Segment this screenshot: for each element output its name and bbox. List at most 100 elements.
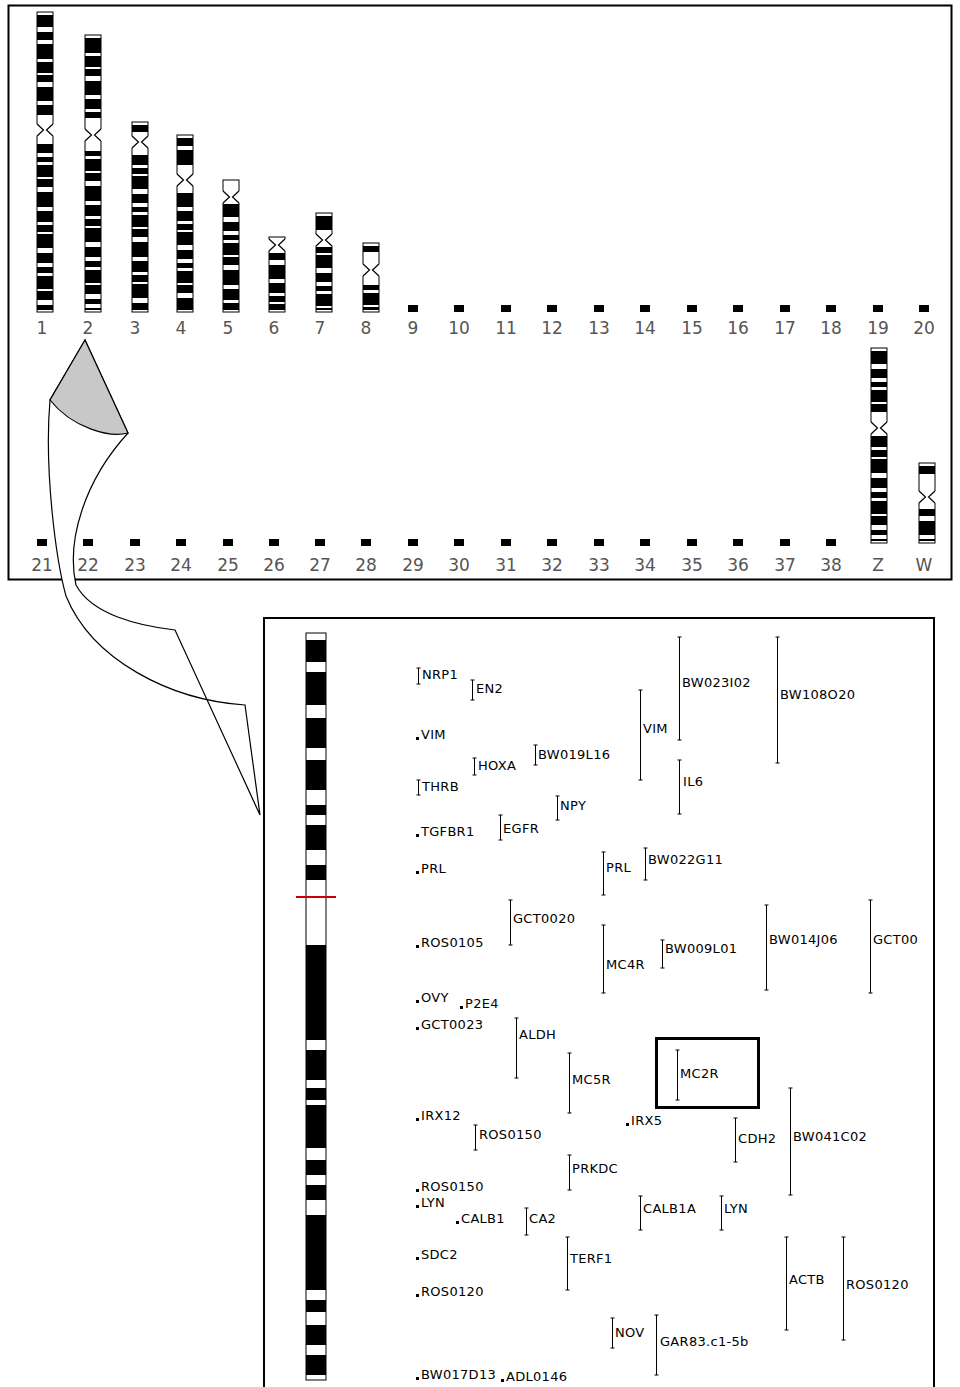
locus-tick [611,1318,615,1319]
chromosome-band [316,216,332,230]
chromosome-number: 23 [124,555,146,575]
locus-bar [679,637,680,740]
chromosome-band [316,294,332,306]
chromosome-number: 29 [402,555,424,575]
chromosome-band [919,466,935,474]
microchromosome [408,305,418,312]
gene-label: CALB1A [643,1201,696,1216]
locus-tick [676,1050,680,1051]
chromosome-band [37,276,53,289]
chromosome-band [306,945,326,1040]
panel-frame [9,6,952,580]
chromosome-band [269,265,285,279]
chromosome-number: 33 [588,555,610,575]
chromosome-band [85,38,101,53]
locus-tick [734,1118,738,1119]
chromosome-band [306,1300,326,1312]
chromosome-band [37,15,53,27]
locus-bar [510,900,511,945]
microchromosome [733,539,743,546]
chromosome-band [37,234,53,248]
chromosome-outline [177,135,193,312]
locus-tick [471,700,475,701]
chromosome-number: 9 [408,318,419,338]
locus-bar [567,1237,568,1290]
chromosome-outline [269,237,285,312]
chromosome-band [306,760,326,790]
chromosome-band [306,1160,326,1175]
chromosome-band [316,273,332,282]
chromosome-band [316,286,332,291]
gene-label: GCT0020 [513,911,575,926]
chromosome-band [306,1325,326,1345]
locus-tick [568,1113,572,1114]
chromosome-band [177,150,193,165]
microchromosome [547,539,557,546]
locus-tick [842,1237,846,1238]
chromosome-band [37,225,53,232]
chromosome-band [37,75,53,82]
chromosome-band [306,1215,326,1290]
gene-label: IL6 [683,774,703,789]
chromosome-band [132,168,148,174]
chromosome-band [37,144,53,153]
locus-bar [843,1237,844,1340]
chromosome-band [37,32,53,40]
karyotype-panel [9,6,952,580]
locus-dot [416,737,419,740]
gene-label: VIM [421,727,446,742]
centromere [85,129,92,141]
chromosome-band [37,267,53,273]
microchromosome [547,305,557,312]
chromosome-number: 1 [37,318,48,338]
centromere [132,136,139,148]
chromosome-number: 3 [130,318,141,338]
chromosome-band [269,283,285,293]
gene-label: NPY [560,798,586,813]
chromosome-number: W [916,555,933,575]
gene-label: BW023I02 [682,675,751,690]
microchromosome [780,539,790,546]
chromosome-band [269,304,285,310]
chromosome-number: 13 [588,318,610,338]
chromosome-band [37,211,53,222]
locus-bar [766,905,767,990]
chromosome-number: 32 [541,555,563,575]
chromosome-number: 7 [315,318,326,338]
locus-bar [569,1053,570,1113]
chromosome-number: 6 [269,318,280,338]
centromere [373,264,380,276]
chromosome-band [37,165,53,177]
gene-label: EN2 [476,681,503,696]
microchromosome [361,539,371,546]
microchromosome [826,305,836,312]
locus-tick [765,905,769,906]
chromosome-band [85,308,101,310]
locus-tick [720,1196,724,1197]
chromosome-band [223,303,239,310]
locus-dot [501,1379,504,1382]
gene-label: TGFBR1 [421,824,475,839]
centromere [919,491,926,503]
microchromosome [780,305,790,312]
centromere [881,422,888,434]
chromosome-ideogram [131,122,149,312]
locus-dot [416,1027,419,1030]
gene-label: BW108O20 [780,687,855,702]
chromosome-band [132,194,148,203]
locus-tick [602,852,606,853]
chromosome-outline [223,180,239,312]
chromosome-band [177,224,193,230]
microchromosome [223,539,233,546]
locus-bar [662,940,663,968]
locus-dot [416,945,419,948]
locus-bar [516,1018,517,1078]
gene-label: ALDH [519,1027,556,1042]
gene-label: BW009L01 [665,941,737,956]
chromosome-band [37,105,53,115]
chromosome-band [177,250,193,259]
chromosome-band [871,539,887,541]
chromosome-band [37,179,53,187]
centromere-gap [222,191,240,203]
